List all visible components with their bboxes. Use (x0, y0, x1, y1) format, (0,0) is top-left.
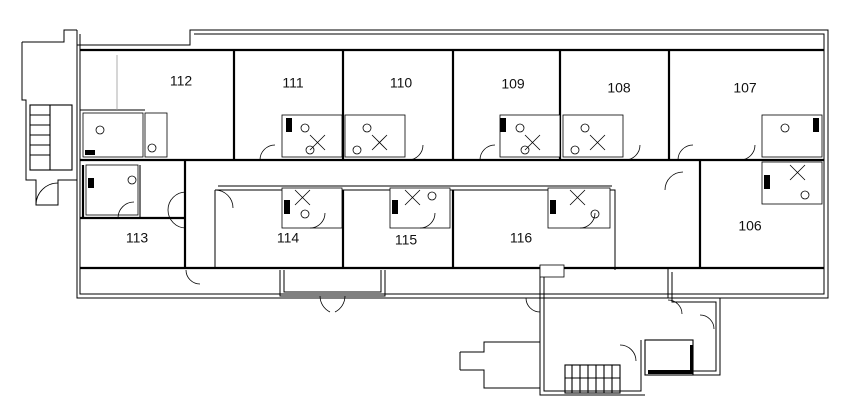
room-label-114: 114 (277, 230, 300, 246)
left-stair-wing (21, 29, 77, 206)
top-row-doors (259, 144, 756, 161)
bathroom-pod-113 (85, 164, 139, 219)
southeast-stair (459, 264, 721, 396)
room-label-115: 115 (395, 232, 418, 248)
corridor-walls (80, 160, 702, 270)
room-label-112: 112 (170, 73, 193, 89)
entry-vestibule (279, 270, 386, 313)
corridor-doors (167, 171, 684, 285)
room-label-116: 116 (510, 230, 533, 246)
room-label-109: 109 (501, 76, 525, 92)
room-label-108: 108 (607, 80, 631, 96)
room-label-107: 107 (733, 80, 757, 96)
room-label-106: 106 (738, 218, 762, 234)
room-labels: 112 111 110 109 108 107 113 114 115 116 … (126, 73, 762, 248)
bathroom-pods-top (82, 112, 823, 158)
room-label-113: 113 (126, 230, 149, 246)
room-label-110: 110 (390, 75, 413, 91)
bathroom-pods-south (281, 161, 823, 229)
room-label-111: 111 (282, 75, 303, 91)
